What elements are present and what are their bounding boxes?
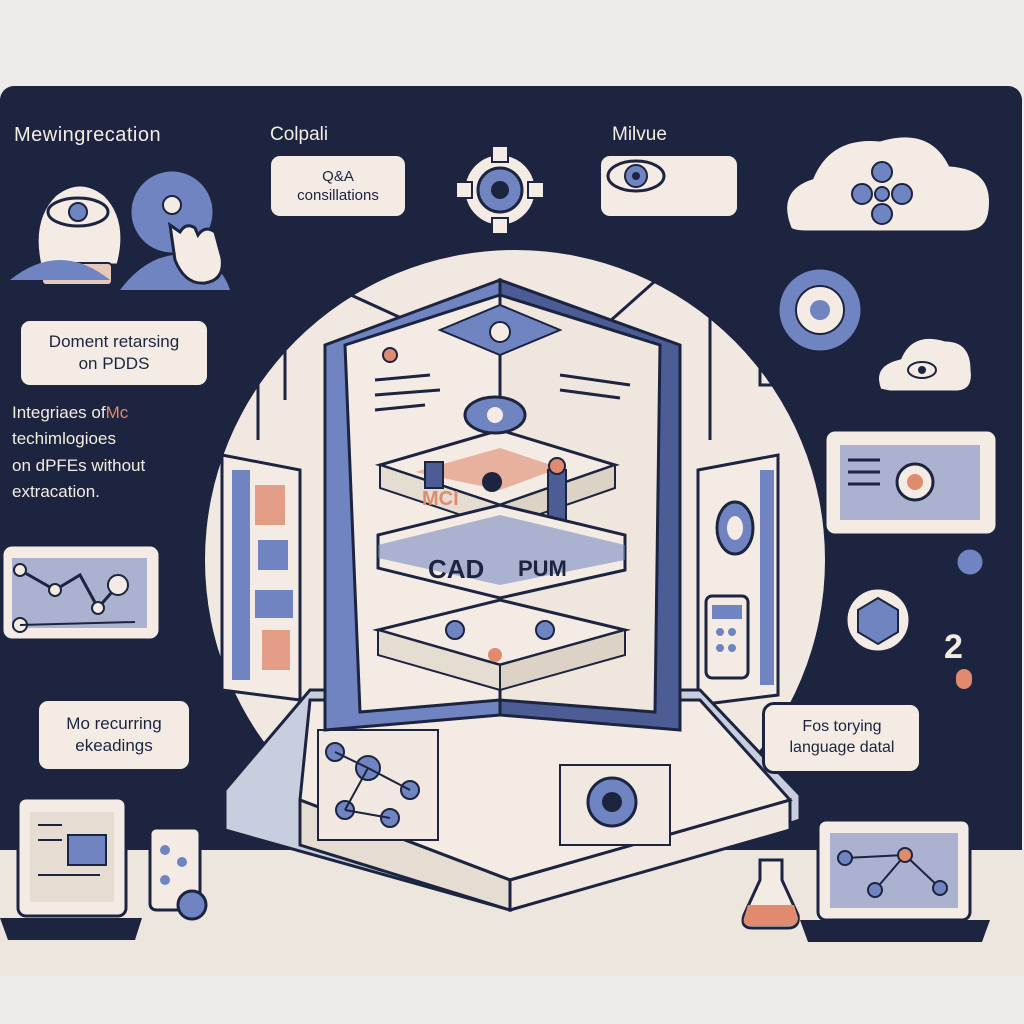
fos-line2: language datal xyxy=(789,739,895,756)
recurring-line1: Mo recurring xyxy=(66,713,162,733)
milvus-callout-box xyxy=(598,153,740,219)
lightbulb-eye-icon xyxy=(10,183,124,286)
integration-line1-text: Integriaes of xyxy=(12,403,106,422)
colpali-label: Colpali xyxy=(270,124,329,145)
book-label-pum: PUM xyxy=(518,556,567,581)
integration-line1: Integriaes ofMc xyxy=(12,400,145,426)
cloud-network-icon xyxy=(784,134,992,234)
document-panel-right xyxy=(823,428,999,537)
hexagon-node-icon xyxy=(844,546,986,691)
integration-line3: on dPFEs without xyxy=(12,455,146,475)
document-retrieval-line2: on PDDS xyxy=(78,354,150,373)
recurring-line2: ekeadings xyxy=(75,736,153,755)
document-retrieval-box: Doment retarsing on PDDS xyxy=(18,318,210,388)
book-tower xyxy=(323,277,682,732)
book-label-mci: MCI xyxy=(422,488,459,510)
hand-pointer-icon xyxy=(120,168,230,290)
qa-callout-box: Q&A consillations xyxy=(268,153,408,219)
milvus-label: Milvue xyxy=(612,124,667,145)
integration-line1-accent: Mc xyxy=(105,403,129,422)
tablet-icon xyxy=(148,826,208,921)
pedestal xyxy=(223,688,802,913)
laptop-icon-right xyxy=(800,818,990,942)
top-left-title: Mewingrecation xyxy=(14,124,162,146)
left-wing-panel xyxy=(220,453,302,702)
network-node-icon xyxy=(776,266,864,354)
fos-line1: Fos torying xyxy=(802,718,882,736)
integration-paragraph: Integriaes ofMc techimlogioes on dPFEs w… xyxy=(12,400,145,505)
integration-line2: techimlogioes xyxy=(12,429,116,449)
qa-callout-line1: Q&A xyxy=(322,167,354,185)
recurring-callout-box: Mo recurring ekeadings xyxy=(36,698,192,772)
number-badge: 2 xyxy=(944,628,963,666)
eye-icon xyxy=(606,159,666,193)
cloud-eye-icon xyxy=(876,335,974,394)
laptop-icon xyxy=(0,796,142,940)
flask-icon xyxy=(741,858,800,930)
language-data-box: Fos torying language datal xyxy=(762,702,922,774)
integration-line4: extracation. xyxy=(12,482,100,502)
qa-callout-line2: consillations xyxy=(297,187,379,204)
book-label-cad: CAD xyxy=(428,554,485,584)
gear-icon xyxy=(455,145,545,235)
line-chart-panel xyxy=(0,543,162,642)
document-retrieval-line1: Doment retarsing xyxy=(48,331,180,351)
right-wing-panel xyxy=(696,453,780,707)
